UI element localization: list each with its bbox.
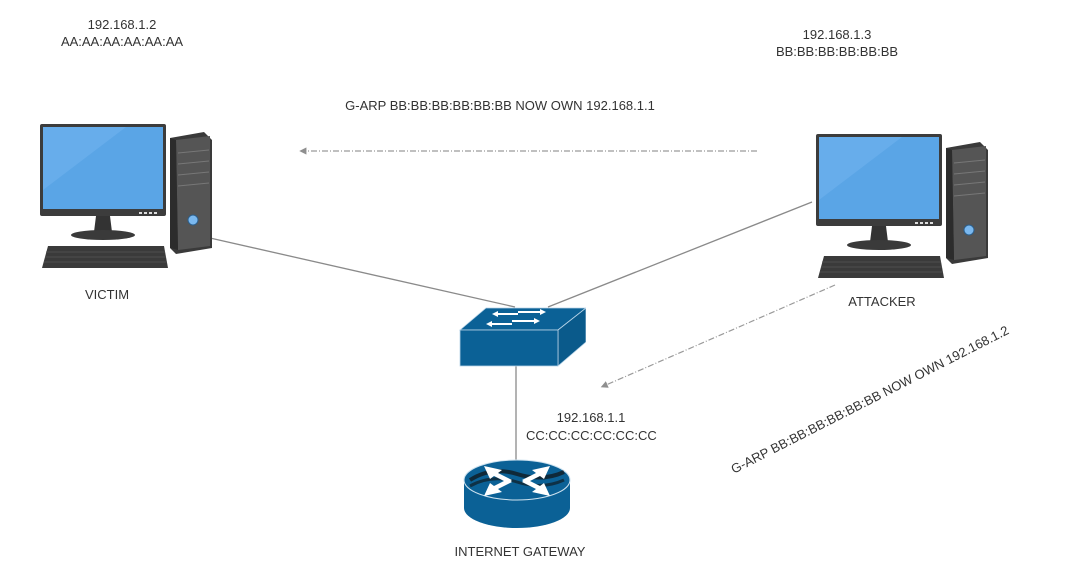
- attacker-name-label: ATTACKER: [848, 294, 916, 309]
- gateway-mac-label: CC:CC:CC:CC:CC:CC: [526, 428, 657, 443]
- gateway-name-label: INTERNET GATEWAY: [454, 544, 586, 559]
- victim-name-label: VICTIM: [84, 287, 130, 302]
- link-victim-switch: [209, 237, 516, 308]
- router-icon: [463, 459, 571, 528]
- desktop-computer-icon: [40, 124, 212, 268]
- victim-ip-label: 192.168.1.2: [87, 17, 157, 32]
- attacker-mac-label: BB:BB:BB:BB:BB:BB: [775, 44, 899, 59]
- switch-node[interactable]: [456, 304, 588, 370]
- victim-mac-label: AA:AA:AA:AA:AA:AA: [60, 34, 184, 49]
- garp-arrow-to-gateway: [600, 284, 836, 388]
- link-attacker-switch: [547, 201, 813, 308]
- garp-message-to-victim: G-ARP BB:BB:BB:BB:BB:BB NOW OWN 192.168.…: [345, 98, 655, 113]
- gateway-node[interactable]: [462, 456, 572, 532]
- attacker-node[interactable]: [812, 130, 992, 280]
- gateway-ip-label: 192.168.1.1: [556, 410, 626, 425]
- victim-node[interactable]: [36, 120, 216, 270]
- attacker-ip-label: 192.168.1.3: [802, 27, 872, 42]
- desktop-computer-icon: [816, 134, 988, 278]
- network-switch-icon: [458, 307, 588, 367]
